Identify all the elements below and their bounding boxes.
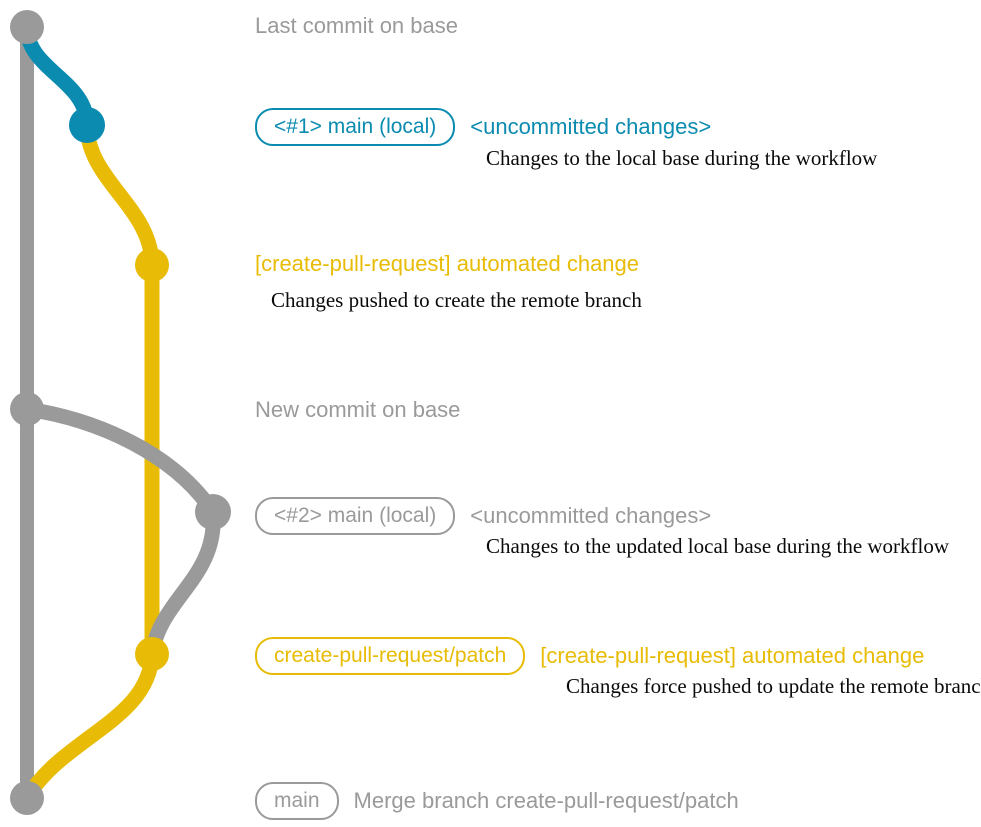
commit-message-automated-change-1: [create-pull-request] automated change <box>255 251 640 276</box>
ref-label-main-local-2[interactable]: <#2> main (local) <box>255 497 456 535</box>
note-automated-change-1: Changes pushed to create the remote bran… <box>271 288 642 312</box>
edge-remote2-to-base3 <box>19 646 160 806</box>
graph-row-local-change-1: <#1> main (local) <uncommitted changes> <box>255 108 711 146</box>
graph-row-automated-change-1: [create-pull-request] automated change <box>255 253 639 275</box>
commit-message-merge-commit: Merge branch create-pull-request/patch <box>353 788 739 813</box>
commit-node-base-3[interactable] <box>10 781 44 815</box>
note-local-change-1: Changes to the local base during the wor… <box>486 146 878 170</box>
edge-base2-to-local2 <box>19 401 221 520</box>
commit-node-local-1[interactable] <box>69 107 105 143</box>
graph-row-automated-change-2: create-pull-request/patch [create-pull-r… <box>255 637 924 675</box>
commit-message-new-commit-on-base: New commit on base <box>255 397 461 422</box>
graph-row-new-commit-on-base: New commit on base <box>255 399 460 421</box>
commit-node-remote-2[interactable] <box>135 637 169 671</box>
graph-row-local-change-2: <#2> main (local) <uncommitted changes> <box>255 497 711 535</box>
commit-node-local-2[interactable] <box>195 494 231 530</box>
graph-row-merge-commit: main Merge branch create-pull-request/pa… <box>255 782 739 820</box>
ref-label-create-pull-request-patch[interactable]: create-pull-request/patch <box>255 637 526 675</box>
commit-node-base-2[interactable] <box>10 392 44 426</box>
edge-local1-to-remote1 <box>79 117 160 273</box>
commit-node-remote-1[interactable] <box>135 248 169 282</box>
commit-message-local-change-2: <uncommitted changes> <box>470 503 712 528</box>
edge-local2-to-remote2 <box>144 504 221 662</box>
ref-label-main-local-1[interactable]: <#1> main (local) <box>255 108 456 146</box>
note-local-change-2: Changes to the updated local base during… <box>486 534 950 558</box>
graph-row-last-commit-on-base: Last commit on base <box>255 15 458 37</box>
ref-label-main[interactable]: main <box>255 782 339 820</box>
commit-node-base-1[interactable] <box>10 10 44 44</box>
note-automated-change-2: Changes force pushed to update the remot… <box>566 674 981 698</box>
commit-message-automated-change-2: [create-pull-request] automated change <box>540 643 925 668</box>
commit-message-last-commit-on-base: Last commit on base <box>255 13 458 38</box>
commit-message-local-change-1: <uncommitted changes> <box>470 114 712 139</box>
